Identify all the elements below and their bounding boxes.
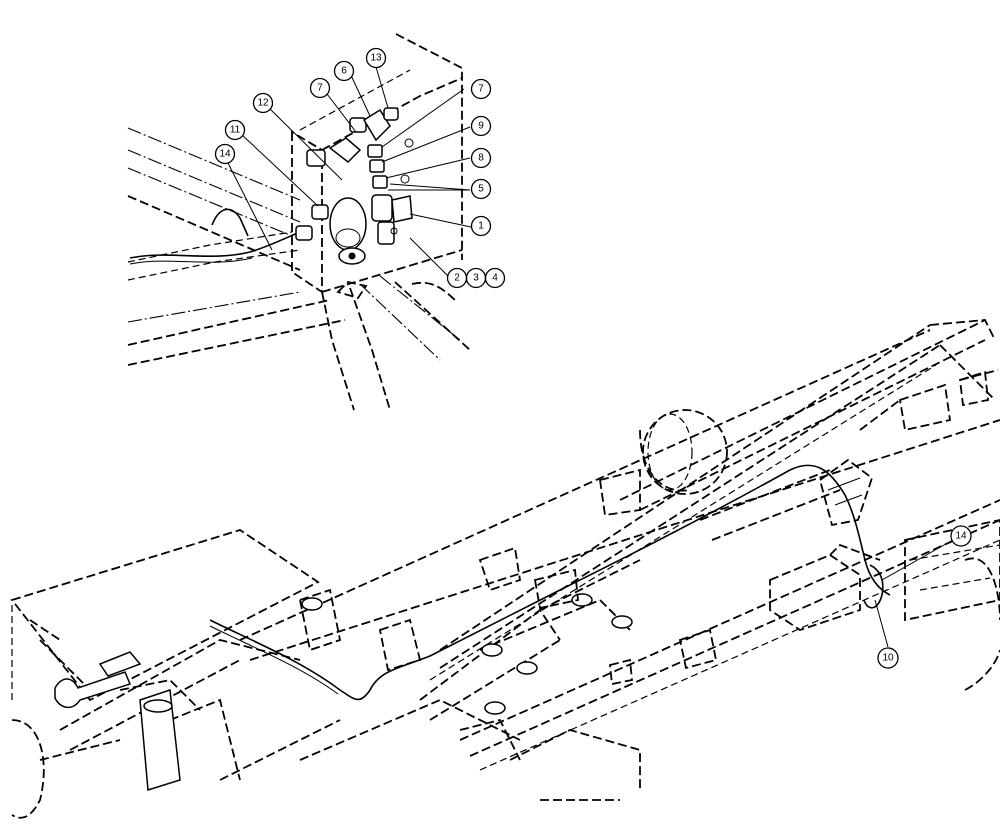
callout-2: 2 (446, 267, 468, 289)
air-line-branch (209, 625, 339, 695)
callout-label: 13 (370, 53, 382, 64)
callout-7-top: 7 (309, 77, 331, 99)
harness-end (863, 564, 884, 609)
callout-7-right: 7 (470, 78, 492, 100)
callout-label: 2 (454, 273, 460, 284)
callout-label: 14 (955, 531, 967, 542)
callout-13: 13 (365, 47, 387, 69)
callout-label: 6 (341, 66, 347, 77)
detail-inset (127, 33, 471, 411)
callout-1: 1 (470, 215, 492, 237)
callout-label: 14 (219, 149, 231, 160)
callout-label: 5 (478, 184, 484, 195)
callout-label: 10 (882, 653, 894, 664)
callout-label: 8 (478, 153, 484, 164)
callout-label: 12 (257, 98, 269, 109)
air-line (209, 464, 891, 701)
chassis-frame (10, 319, 1000, 819)
callout-label: 4 (492, 273, 498, 284)
callout-5: 5 (470, 178, 492, 200)
callout-label: 1 (478, 221, 484, 232)
callout-label: 9 (478, 121, 484, 132)
callout-label: 3 (473, 273, 479, 284)
callout-9: 9 (470, 115, 492, 137)
callout-11: 11 (224, 119, 246, 141)
callout-3: 3 (465, 267, 487, 289)
callout-14-chassis: 14 (950, 525, 972, 547)
callout-6: 6 (333, 60, 355, 82)
callout-4: 4 (484, 267, 506, 289)
callout-8: 8 (470, 147, 492, 169)
callout-10: 10 (877, 647, 899, 669)
callout-label: 7 (317, 83, 323, 94)
callout-label: 7 (478, 84, 484, 95)
callout-12: 12 (252, 92, 274, 114)
callout-label: 11 (230, 125, 241, 136)
callout-14-inset: 14 (214, 143, 236, 165)
leader-lines (224, 66, 961, 648)
